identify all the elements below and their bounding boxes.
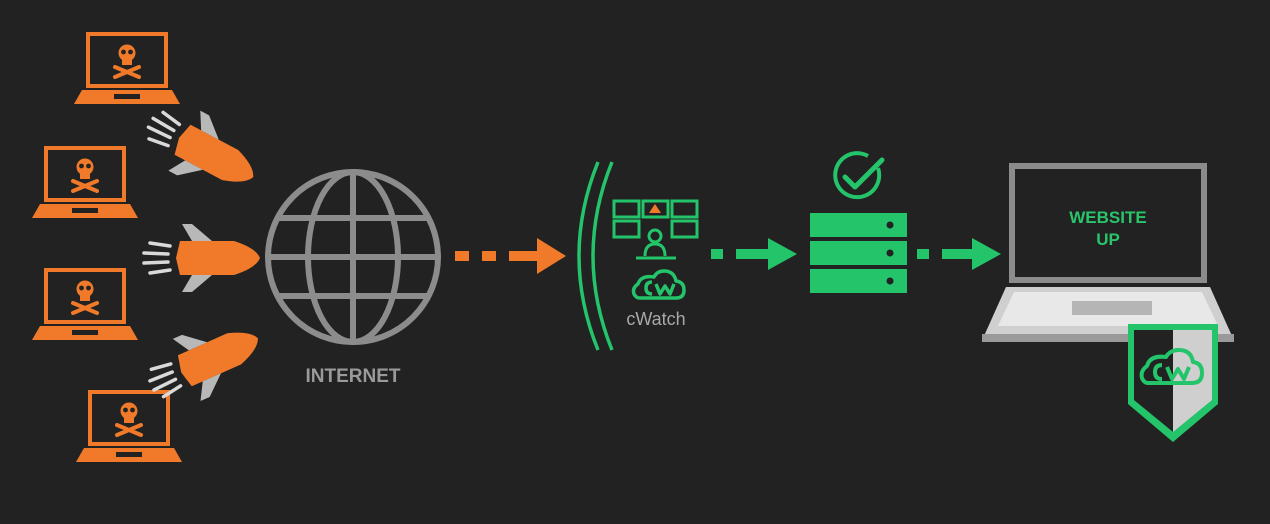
clean-traffic-arrow-2 bbox=[917, 238, 1001, 270]
internet-label: INTERNET bbox=[306, 366, 401, 387]
attacker-laptop-1 bbox=[72, 32, 182, 106]
shield-cloud-icon bbox=[1128, 324, 1218, 442]
website-status-line1: WEBSITE bbox=[1069, 208, 1146, 227]
missile-icon-1 bbox=[133, 91, 271, 210]
missile-icon-3 bbox=[136, 305, 274, 419]
cloud-cw-icon bbox=[631, 269, 686, 300]
check-circle-icon bbox=[833, 151, 885, 200]
shield-wall-icon bbox=[577, 161, 614, 351]
video-wall-icon bbox=[612, 199, 699, 260]
attacker-laptop-2 bbox=[30, 146, 140, 220]
globe-icon bbox=[265, 169, 441, 345]
missile-icon-2 bbox=[142, 222, 262, 294]
website-status-line2: UP bbox=[1096, 230, 1120, 249]
clean-traffic-arrow-1 bbox=[711, 238, 797, 270]
cwatch-label: cWatch bbox=[626, 309, 685, 329]
attacker-laptop-4 bbox=[74, 390, 184, 464]
attacker-laptop-3 bbox=[30, 268, 140, 342]
server-stack-icon bbox=[810, 213, 907, 293]
attack-arrow bbox=[455, 238, 566, 274]
laptop-icon bbox=[982, 163, 1234, 342]
